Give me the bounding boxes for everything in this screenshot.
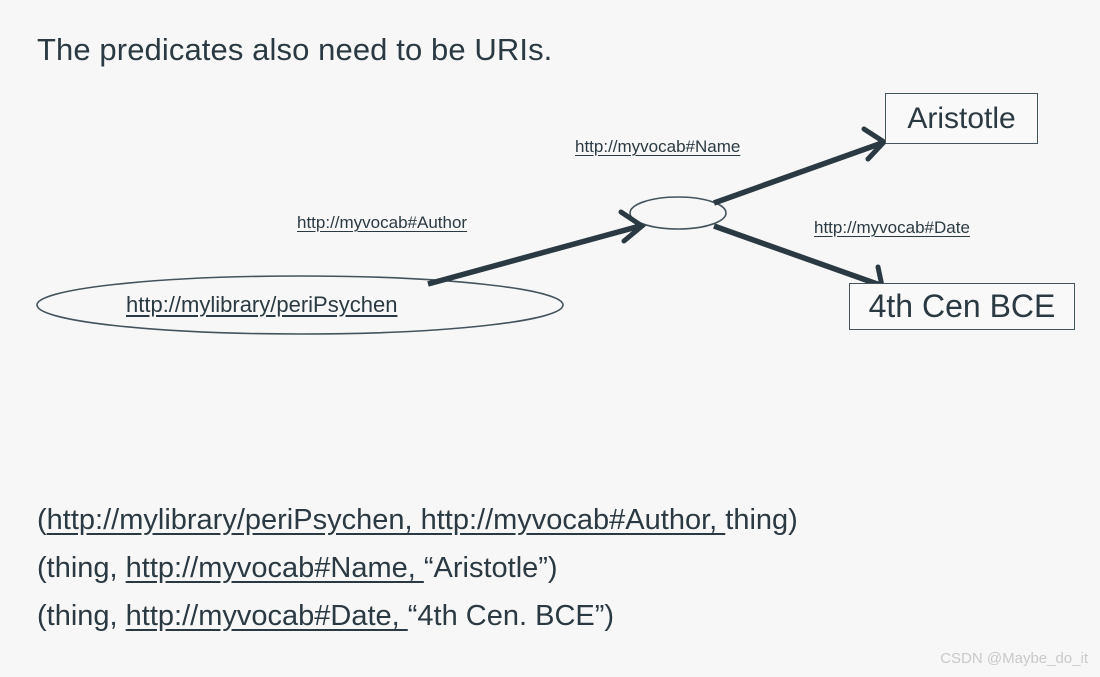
triple-row: (thing, http://myvocab#Date, “4th Cen. B… [37,592,1057,640]
watermark: CSDN @Maybe_do_it [940,650,1088,667]
edge-author-arrowhead [618,209,647,244]
edge-author-line [427,223,641,287]
edge-name-line [713,140,883,206]
triple-open: (thing, [37,600,126,632]
triple-list: (http://mylibrary/periPsychen, http://my… [37,496,1057,640]
edge-label-date: http://myvocab#Date [814,218,970,237]
triple-row: (http://mylibrary/periPsychen, http://my… [37,496,1057,544]
subject-node-label: http://mylibrary/periPsychen [126,292,398,317]
object-node-date: 4th Cen BCE [849,283,1075,330]
edge-date-line [713,223,881,288]
edge-name-arrowhead [861,126,888,162]
triple-uri-part: http://myvocab#Name, [125,552,424,584]
triple-plain-part: “4th Cen. BCE”) [407,600,615,632]
triple-uri-part: http://myvocab#Date, [125,600,408,632]
subject-node-ellipse [36,275,564,335]
triple-plain-part: “Aristotle”) [423,552,558,584]
triple-open: (thing, [37,552,126,584]
triple-uri-part: http://mylibrary/periPsychen, http://myv… [46,504,726,536]
blank-node-ellipse [629,196,727,230]
triple-open: ( [37,504,47,536]
object-node-aristotle: Aristotle [885,93,1038,144]
page-title: The predicates also need to be URIs. [37,32,553,67]
triple-row: (thing, http://myvocab#Name, “Aristotle”… [37,544,1057,592]
edge-label-name: http://myvocab#Name [575,137,741,156]
triple-plain-part: thing) [725,504,798,536]
rdf-graph-diagram: http://mylibrary/periPsychen http://myvo… [36,93,1075,335]
edge-label-author: http://myvocab#Author [297,213,468,232]
